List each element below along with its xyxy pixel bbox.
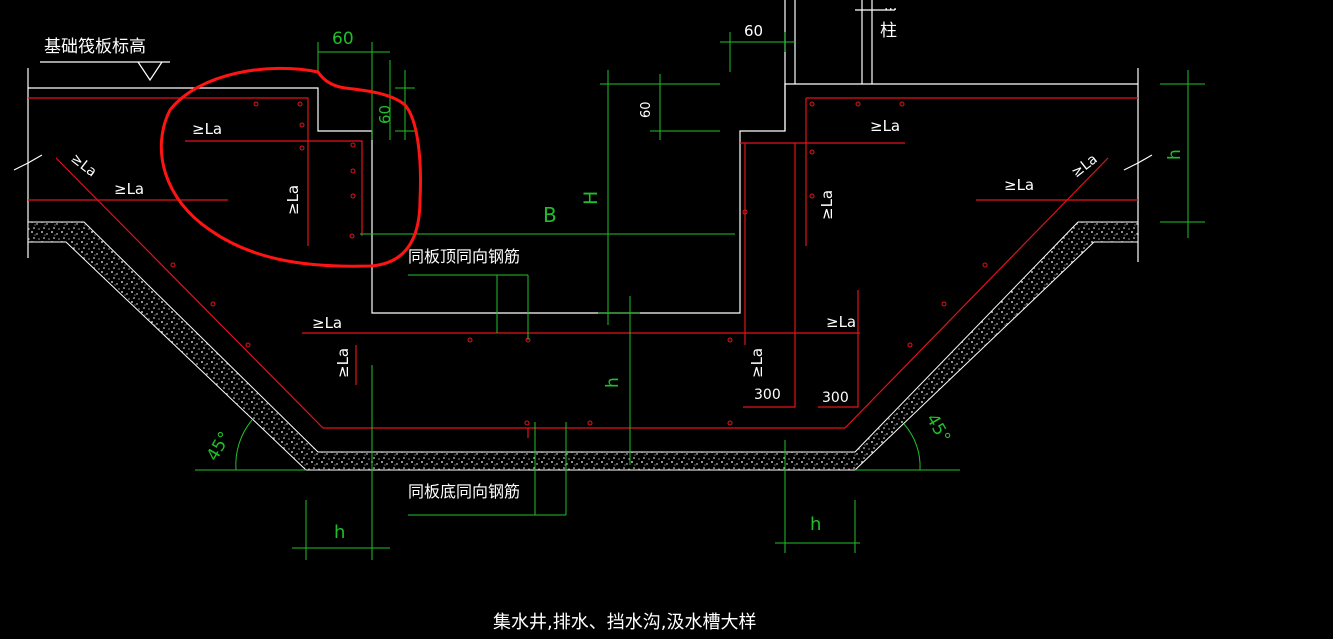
dim-h-mid: h [603,377,623,388]
dim-h-bottom-right: h [810,514,821,535]
column-label: 柱 [880,21,897,41]
dim-h-left: h [334,522,345,543]
dim-60-column: 60 [744,22,763,40]
anchor-label: ≥La [826,313,856,331]
anchor-label: ≥La [818,190,836,220]
dim-300-a: 300 [754,387,781,403]
column-partial-label: ... [884,0,897,14]
anchor-label: ≥La [1004,176,1034,194]
anchor-label: ≥La [192,120,222,138]
angle-right: 45° [922,411,954,447]
anchor-label: ≥La [1069,151,1101,181]
drawing-title: 集水井,排水、挡水沟,汲水槽大样 [493,612,756,633]
rebar [28,97,1138,438]
anchor-label: ≥La [748,348,766,378]
top-bar-label: 同板顶同向钢筋 [408,247,520,266]
anchor-label: ≥La [284,185,302,215]
raft-elevation-label: 基础筏板标高 [44,37,146,57]
anchor-labels: ≥La ≥La ≥La ≥La ≥La ≥La ≥La ≥La ≥La ≥La … [68,117,1101,378]
dim-h-right: h [1165,149,1185,160]
angle-left: 45° [203,428,235,464]
dim-60-step: 60 [376,105,394,124]
dim-60-top: 60 [332,29,354,49]
anchor-label: ≥La [312,314,342,332]
bottom-bar-label: 同板底同向钢筋 [408,482,520,501]
anchor-label: ≥La [870,117,900,135]
anchor-label: ≥La [114,180,144,198]
dim-60-pit: 60 [639,101,654,118]
anchor-label: ≥La [334,348,352,378]
dimension-lines [195,32,1205,560]
concrete-outline [13,0,1153,314]
markup-circle [159,66,422,268]
anchor-label: ≥La [68,151,100,181]
cushion-layer [27,221,1139,471]
dim-b: B [543,203,557,227]
dim-h-upper: H [580,191,602,205]
dim-300-b: 300 [822,390,849,406]
